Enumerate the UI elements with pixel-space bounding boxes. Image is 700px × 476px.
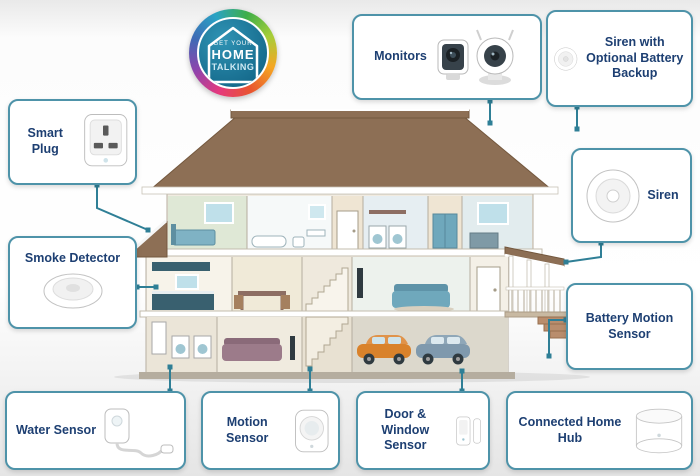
smoke-detector-icon [43, 273, 102, 309]
callout-smoke-detector: Smoke Detector [8, 236, 137, 329]
door-window-sensor-label: Door & Window Sensor [381, 407, 430, 453]
connector-lines [96, 101, 602, 391]
siren-icon [586, 169, 640, 222]
second-floor-rooms [168, 196, 532, 250]
logo-text-line2: HOME [211, 46, 255, 62]
home-hub-icon [635, 408, 683, 453]
motion-sensor-label: Motion Sensor [226, 414, 269, 445]
motion-sensor-icon [295, 409, 329, 452]
logo: GET YOUR HOME TALKING [189, 9, 277, 97]
smart-plug-label: Smart Plug [27, 126, 63, 156]
logo-inner-disc: GET YOUR HOME TALKING [197, 17, 269, 89]
water-sensor-label: Water Sensor [15, 422, 97, 437]
callout-monitors: Monitors [352, 14, 542, 100]
smoke-detector-label: Smoke Detector [24, 251, 121, 266]
callout-connected-home-hub: Connected Home Hub [506, 391, 693, 470]
wireless-cameras-icon [437, 29, 514, 85]
monitors-label: Monitors [374, 49, 427, 64]
garage-car-orange [357, 335, 411, 365]
callout-siren-battery-backup: Siren with Optional Battery Backup [546, 10, 693, 107]
callout-siren: Siren [571, 148, 692, 243]
callout-battery-motion-sensor: Battery Motion Sensor [566, 283, 693, 370]
siren-battery-label: Siren with Optional Battery Backup [586, 35, 684, 81]
logo-house-icon [207, 26, 259, 84]
connected-home-hub-label: Connected Home Hub [518, 414, 622, 445]
battery-motion-sensor-label: Battery Motion Sensor [585, 310, 674, 341]
main-roof [141, 109, 559, 195]
callout-door-window-sensor: Door & Window Sensor [356, 391, 490, 470]
siren-top-icon [554, 46, 578, 71]
first-floor-rooms [147, 257, 508, 312]
smart-plug-icon [83, 114, 127, 167]
door-window-sensor-icon [455, 416, 481, 445]
logo-text-line3: TALKING [211, 61, 255, 72]
ground-floor-rooms [147, 316, 508, 372]
callout-motion-sensor: Motion Sensor [201, 391, 340, 470]
siren-label: Siren [647, 187, 679, 202]
garage-car-blue [416, 335, 470, 365]
foundation [139, 372, 515, 379]
water-sensor-icon [104, 408, 174, 457]
callout-water-sensor: Water Sensor [5, 391, 186, 470]
callout-smart-plug: Smart Plug [8, 99, 137, 185]
logo-text-line1: GET YOUR [213, 40, 253, 47]
